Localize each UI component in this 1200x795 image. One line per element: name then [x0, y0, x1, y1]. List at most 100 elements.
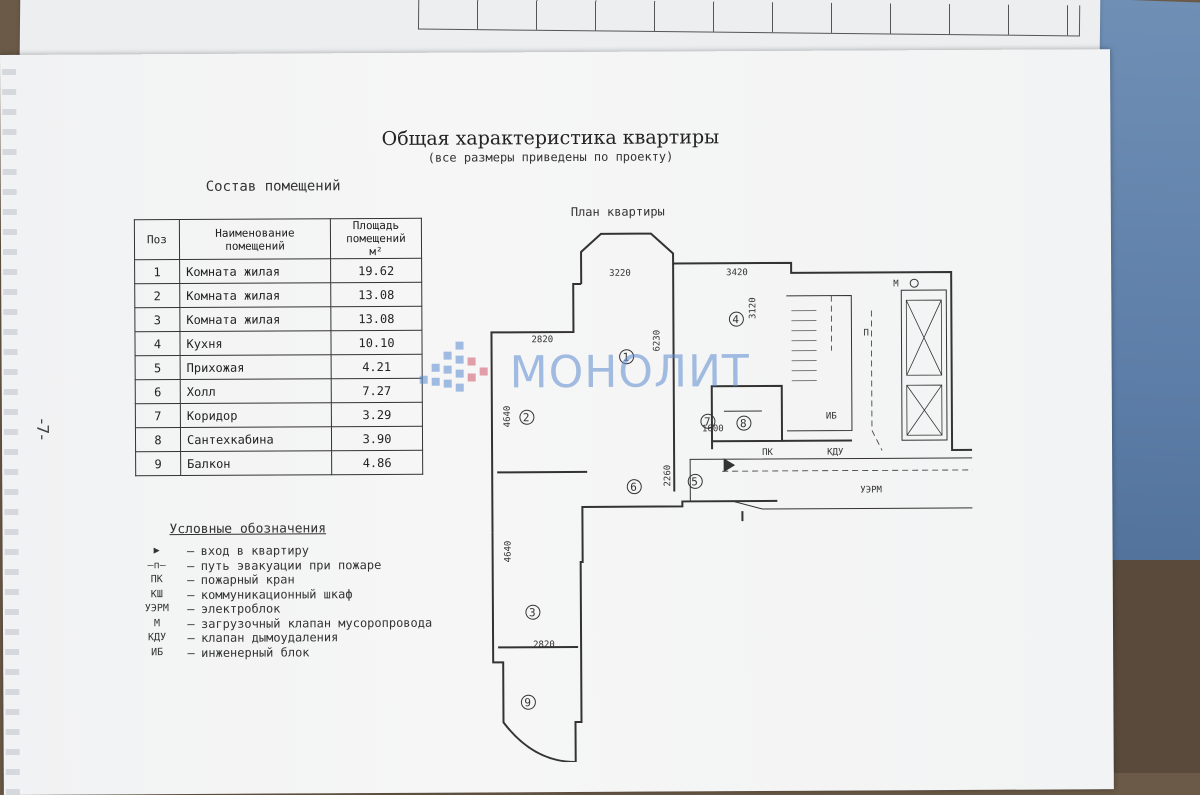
label-m: М — [893, 279, 899, 289]
label-ib: ИБ — [826, 412, 837, 422]
legend-item: М—загрузочный клапан мусоропровода — [133, 615, 432, 631]
cell-area: 3.29 — [331, 402, 423, 427]
cell-area: 13.08 — [330, 282, 422, 307]
cell-area: 19.62 — [330, 258, 422, 283]
watermark: МОНОЛИТ — [411, 336, 750, 408]
rooms-table: Поз Наименование помещений Площадь помещ… — [134, 218, 423, 477]
legend-dash: — — [187, 587, 195, 602]
legend-text: загрузочный клапан мусоропровода — [200, 615, 433, 631]
legend-dash: — — [186, 543, 195, 559]
legend: ▶ — вход в квартиру –п–—путь эвакуации при… — [133, 543, 433, 661]
cell-pos: 6 — [135, 379, 181, 404]
room-marker — [626, 479, 642, 495]
header-pos: Поз — [134, 219, 180, 260]
label-p: П — [863, 328, 868, 338]
cell-name: Комната жилая — [179, 282, 331, 308]
dim-3120: 3120 — [748, 297, 758, 319]
room-number-7: 7 — [704, 415, 711, 428]
plan-dimensions: 3220 3420 6230 3120 2820 4640 1600 2260 … — [503, 268, 759, 650]
cell-pos: 2 — [134, 283, 180, 308]
legend-dash: — — [187, 601, 195, 617]
dim-4640-bottom: 4640 — [504, 541, 514, 563]
legend-item: КШ—коммуникационный шкаф — [133, 586, 432, 602]
room-number-1: 1 — [623, 351, 630, 364]
cell-area: 7.27 — [331, 378, 423, 403]
room-number-2: 2 — [523, 411, 530, 424]
legend-title: Условные обозначения — [169, 521, 327, 538]
dim-2820-bottom: 2820 — [533, 640, 555, 650]
dim-3420: 3420 — [726, 268, 748, 278]
cell-name: Комната жилая — [179, 258, 331, 284]
cell-name: Сантехкабина — [180, 426, 332, 452]
rooms-table-header: Поз Наименование помещений Площадь помещ… — [134, 218, 422, 260]
legend-item: –п–—путь эвакуации при пожаре — [133, 557, 432, 573]
legend-symbol: –п– — [147, 559, 166, 571]
room-marker — [736, 415, 752, 431]
dim-4640-top: 4640 — [503, 406, 513, 428]
cell-name: Балкон — [180, 450, 332, 476]
room-marker — [519, 409, 535, 425]
monolit-logo-icon — [419, 341, 488, 392]
cell-pos: 9 — [135, 451, 181, 476]
cell-pos: 3 — [134, 307, 180, 332]
legend-text: электроблок — [200, 601, 281, 616]
room-marker — [520, 694, 536, 710]
dim-2260: 2260 — [663, 465, 673, 487]
legend-text: коммуникационный шкаф — [200, 586, 353, 602]
cell-name: Прихожая — [180, 354, 332, 380]
dim-1600: 1600 — [702, 424, 724, 434]
plan-walls — [490, 232, 974, 763]
cell-pos: 1 — [134, 259, 180, 284]
legend-symbol: М — [153, 617, 161, 629]
room-number-6: 6 — [630, 481, 637, 494]
cell-area: 3.90 — [331, 426, 423, 451]
rooms-section-title: Состав помещений — [205, 178, 341, 195]
header-name: Наименование помещений — [179, 218, 331, 260]
cell-name: Комната жилая — [179, 306, 331, 332]
legend-dash: — — [187, 572, 195, 588]
legend-symbol: ▶ — [153, 545, 160, 557]
legend-text: пожарный кран — [200, 572, 295, 587]
document-page: -7- Общая характеристика квартиры (все р… — [0, 49, 1114, 795]
label-kdu: КДУ — [827, 448, 844, 458]
plan-title: План квартиры — [571, 205, 665, 219]
room-number-5: 5 — [691, 475, 698, 488]
dim-3220: 3220 — [609, 269, 631, 279]
legend-text: клапан дымоудаления — [201, 630, 339, 645]
valve-symbol — [909, 278, 919, 288]
legend-symbol: КДУ — [147, 632, 167, 644]
floor-plan: План квартиры 3220 3420 — [490, 205, 974, 763]
room-number-8: 8 — [740, 417, 747, 430]
page-number: -7- — [33, 418, 53, 441]
previous-page-table — [417, 0, 1081, 37]
legend-symbol: ПК — [150, 574, 163, 586]
legend-item: УЭРМ—электроблок — [133, 601, 432, 617]
room-marker — [525, 604, 541, 620]
legend-item: ИБ—инженерный блок — [133, 644, 432, 660]
cell-pos: 7 — [135, 403, 181, 428]
legend-text: вход в квартиру — [200, 543, 310, 558]
legend-item: ▶ — вход в квартиру — [133, 543, 432, 559]
room-marker — [619, 349, 635, 365]
label-uerm: УЭРМ — [860, 485, 882, 495]
cell-name: Коридор — [180, 402, 332, 428]
label-pk: ПК — [762, 448, 773, 458]
cell-area: 4.21 — [331, 354, 423, 379]
label-shk: ШК — [972, 447, 974, 457]
cell-area: 10.10 — [330, 330, 423, 355]
cell-pos: 4 — [134, 331, 181, 356]
room-number-3: 3 — [529, 606, 536, 619]
legend-text: инженерный блок — [201, 644, 310, 660]
dim-6230: 6230 — [652, 330, 662, 352]
cell-pos: 5 — [135, 355, 181, 380]
cell-name: Холл — [180, 378, 332, 404]
room-marker — [700, 413, 716, 429]
room-number-9: 9 — [524, 696, 531, 709]
